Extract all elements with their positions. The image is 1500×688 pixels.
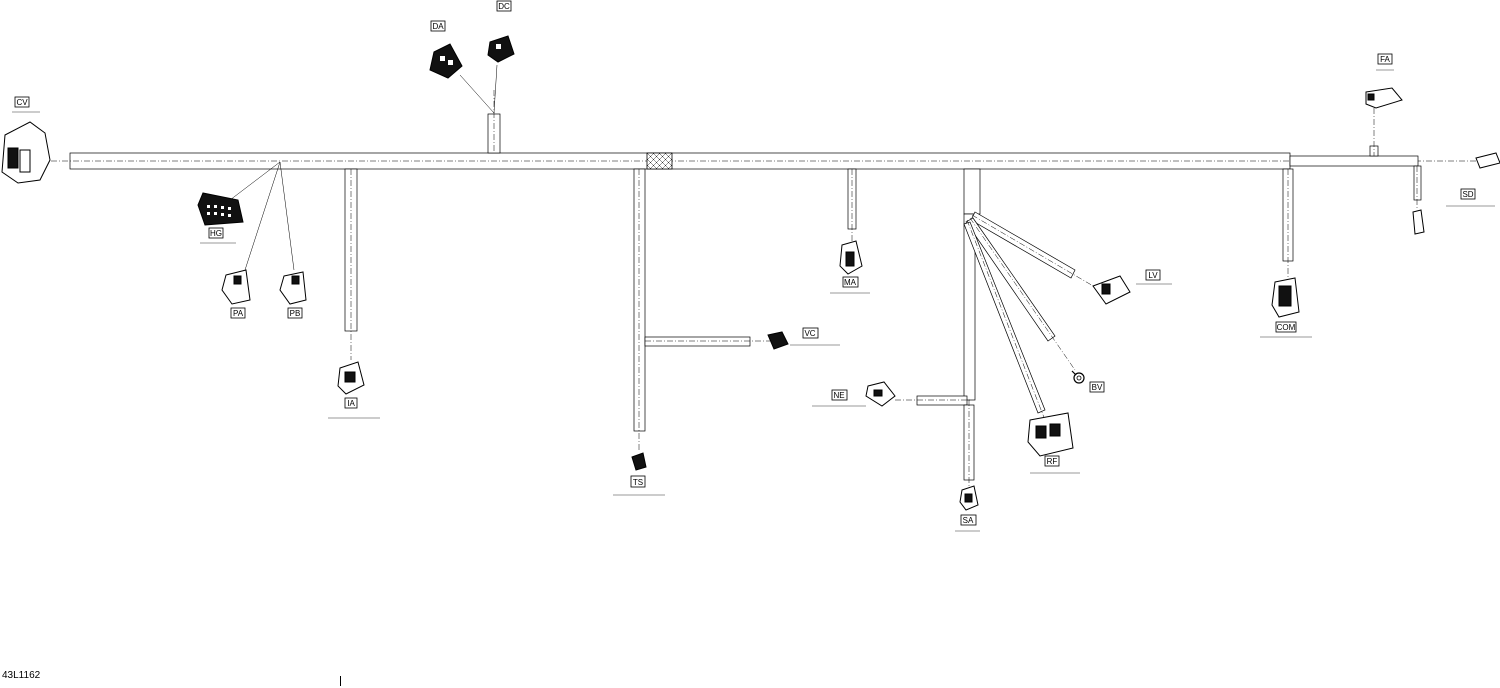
svg-text:NE: NE xyxy=(833,391,844,400)
svg-text:SD: SD xyxy=(1462,190,1473,199)
label-fa: FA xyxy=(1376,53,1394,71)
connector-shapes xyxy=(1,35,1500,511)
connector-ne-icon xyxy=(865,381,896,407)
connector-fa-icon xyxy=(1365,87,1403,109)
svg-text:VC: VC xyxy=(804,329,815,338)
connector-ts-icon xyxy=(631,452,647,471)
label-com: COM xyxy=(1260,321,1312,338)
connector-hg-icon xyxy=(197,192,244,226)
svg-text:CV: CV xyxy=(16,98,28,107)
label-pb: PB xyxy=(287,307,303,319)
svg-text:PA: PA xyxy=(233,309,244,318)
label-sd: SD xyxy=(1446,188,1495,207)
connector-dc-icon xyxy=(487,35,515,63)
label-bv: BV xyxy=(1089,381,1105,393)
connector-labels: CV DA DC HG PA PB IA xyxy=(12,0,1495,532)
label-cv: CV xyxy=(12,96,40,113)
svg-text:SA: SA xyxy=(963,516,974,525)
connector-com-icon xyxy=(1271,277,1300,318)
fanout-bundles xyxy=(963,211,1101,421)
main-trunk xyxy=(40,152,1500,170)
label-da: DA xyxy=(430,20,446,32)
svg-text:IA: IA xyxy=(347,399,355,408)
connector-rf-icon xyxy=(1027,412,1074,457)
label-ia: IA xyxy=(328,397,380,419)
branch-wires xyxy=(344,90,1422,490)
connector-sd-icon xyxy=(1412,152,1500,235)
svg-text:PB: PB xyxy=(290,309,301,318)
connector-vc-icon xyxy=(767,331,789,350)
svg-text:DA: DA xyxy=(432,22,444,31)
connector-pb-icon xyxy=(279,271,307,305)
svg-text:COM: COM xyxy=(1277,323,1296,332)
figure-id: 43L1162 xyxy=(2,670,41,681)
connector-bv-icon xyxy=(1071,370,1085,384)
label-pa: PA xyxy=(230,307,246,319)
svg-text:HG: HG xyxy=(210,229,222,238)
label-ne: NE xyxy=(812,389,866,407)
connector-ia-icon xyxy=(337,361,365,395)
label-ts: TS xyxy=(613,475,665,496)
label-hg: HG xyxy=(200,227,236,244)
connector-sa-icon xyxy=(959,485,979,511)
label-ma: MA xyxy=(830,276,870,294)
label-vc: VC xyxy=(790,327,840,346)
svg-text:TS: TS xyxy=(633,478,643,487)
connector-ma-icon xyxy=(839,240,863,275)
svg-text:MA: MA xyxy=(844,278,857,287)
label-sa: SA xyxy=(955,514,980,532)
svg-text:LV: LV xyxy=(1148,271,1158,280)
connector-cv-icon xyxy=(1,121,51,184)
svg-text:FA: FA xyxy=(1380,55,1390,64)
leader-lines xyxy=(229,64,498,271)
svg-text:RF: RF xyxy=(1047,457,1058,466)
svg-text:DC: DC xyxy=(498,2,510,11)
svg-text:BV: BV xyxy=(1092,383,1103,392)
connector-pa-icon xyxy=(221,269,251,305)
connector-lv-icon xyxy=(1092,275,1131,305)
connector-da-icon xyxy=(429,43,463,79)
page-tick xyxy=(340,676,341,686)
label-rf: RF xyxy=(1030,455,1080,474)
label-dc: DC xyxy=(496,0,512,12)
label-lv: LV xyxy=(1136,269,1172,285)
